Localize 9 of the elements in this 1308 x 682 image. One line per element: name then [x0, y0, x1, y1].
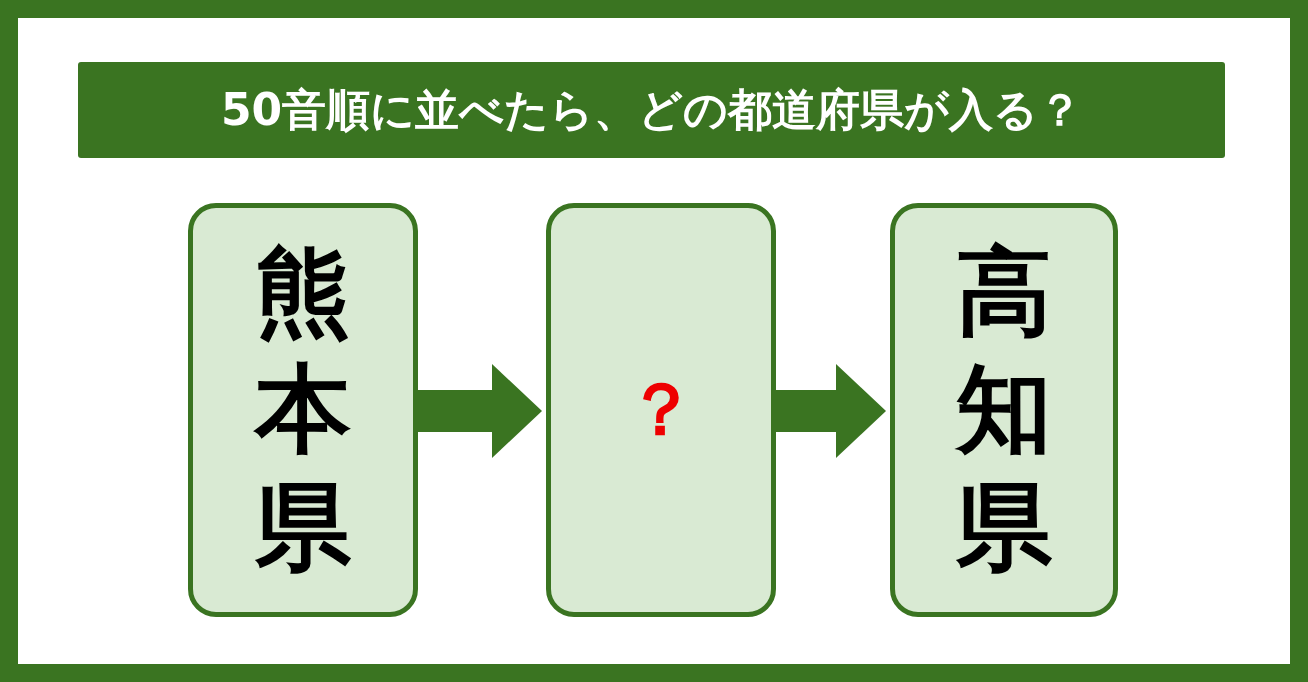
card-box	[890, 203, 1118, 617]
prefecture-label: 高知県	[954, 235, 1053, 585]
arrow	[776, 364, 886, 458]
prefecture-label: 熊本県	[253, 235, 352, 585]
prefecture-label: ？	[624, 366, 698, 454]
card-box	[188, 203, 418, 617]
arrow	[418, 364, 542, 458]
title-banner: 50音順に並べたら、どの都道府県が入る？	[78, 62, 1225, 158]
card-box	[546, 203, 776, 617]
